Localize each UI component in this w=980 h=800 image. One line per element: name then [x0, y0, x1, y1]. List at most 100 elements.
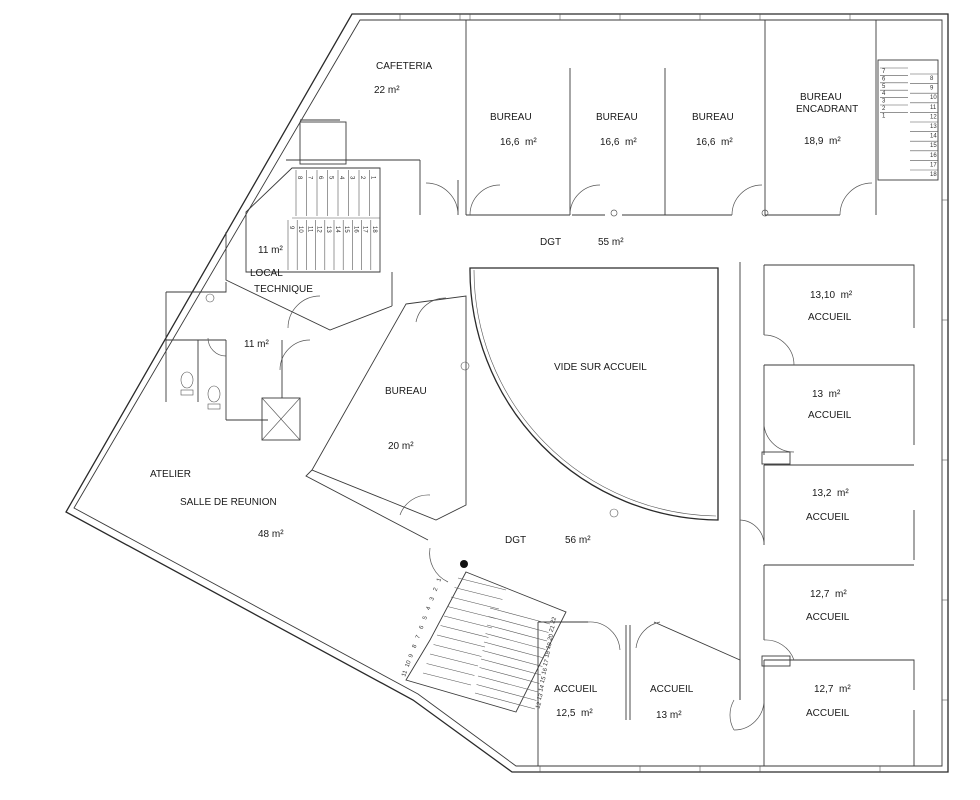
stair-number: 17	[543, 658, 551, 667]
bureau-2-area: 16,6 m²	[600, 137, 637, 148]
stair-number: 7	[882, 69, 886, 75]
accueil-b2-name: ACCUEIL	[650, 684, 694, 695]
atelier-area: 48 m²	[258, 529, 284, 540]
stair-tread	[474, 692, 536, 710]
stair-number: 13	[325, 226, 331, 233]
vide-walls	[460, 267, 719, 521]
stair-tread	[422, 672, 472, 686]
stair-number: 3	[882, 99, 886, 105]
stair-tread	[479, 667, 540, 684]
stair-number: 13	[930, 124, 937, 130]
wc-walls	[165, 282, 311, 441]
stair-tread	[454, 587, 503, 600]
dgt-top-area: 55 m²	[598, 237, 624, 248]
accueil-r4-area: 12,7 m²	[810, 589, 847, 600]
atelier-walls	[305, 469, 449, 583]
stair-number: 2	[433, 586, 440, 592]
right-accueil-walls	[739, 262, 915, 766]
accueil-r2-name: ACCUEIL	[808, 410, 852, 421]
stair-number: 14	[334, 226, 340, 233]
stair-number: 11	[306, 226, 312, 233]
stair-tread	[426, 663, 475, 676]
bureau-1-area: 16,6 m²	[500, 137, 537, 148]
stair-number: 2	[359, 176, 365, 180]
top-doors	[425, 182, 873, 217]
accueil-r4-name: ACCUEIL	[806, 612, 850, 623]
stair-number: 16	[541, 667, 549, 676]
stair-number: 20	[547, 633, 555, 642]
stair-tread	[440, 625, 489, 638]
accueil-r3-name: ACCUEIL	[806, 512, 850, 523]
stair-number: 4	[882, 91, 886, 97]
stair-tread	[480, 658, 542, 676]
stair-number: 8	[296, 176, 302, 180]
atelier-name-2: SALLE DE REUNION	[180, 497, 277, 508]
stair-tread	[477, 675, 539, 693]
bureau-center-name: BUREAU	[385, 386, 427, 397]
stair-number: 10	[297, 226, 303, 233]
stair-tread	[443, 615, 493, 629]
stair-tread	[485, 633, 546, 650]
accueil-r5-name: ACCUEIL	[806, 708, 850, 719]
stair-number: 22	[550, 616, 558, 625]
bottom-accueil-walls	[537, 621, 741, 766]
stair-number: 19	[546, 641, 554, 650]
accueil-r2-area: 13 m²	[812, 389, 841, 400]
stair-number: 5	[882, 84, 886, 90]
stair-number: 7	[307, 176, 313, 180]
local-technique-name-2: TECHNIQUE	[254, 284, 313, 295]
bureau-encadrant-name-2: ENCADRANT	[796, 104, 858, 115]
stair-number: 2	[882, 106, 886, 112]
stair-number: 15	[930, 143, 937, 149]
stair-number: 4	[426, 605, 433, 611]
stair-number: 15	[343, 226, 349, 233]
stair-number: 4	[338, 176, 344, 180]
stair-tread	[436, 634, 486, 648]
accueil-b1-area: 12,5 m²	[556, 708, 593, 719]
accueil-r5-area: 12,7 m²	[814, 684, 851, 695]
stair-tread	[450, 596, 500, 610]
accueil-r1-name: ACCUEIL	[808, 312, 852, 323]
cafeteria-name: CAFETERIA	[376, 61, 432, 72]
stair-number: 11	[930, 105, 937, 111]
stair-number: 6	[882, 76, 886, 82]
local-technique-walls	[225, 232, 393, 331]
cafeteria-area: 22 m²	[374, 85, 400, 96]
bureau-encadrant-area: 18,9 m²	[804, 136, 841, 147]
stair-tread	[482, 650, 543, 667]
bureau-center-area: 20 m²	[388, 441, 414, 452]
stair-tread	[489, 607, 551, 625]
stair-number: 12	[930, 114, 937, 120]
stair-number: 21	[549, 624, 557, 633]
accueil-b1-name: ACCUEIL	[554, 684, 598, 695]
stair-number: 10	[405, 659, 413, 668]
stair-number: 16	[352, 226, 358, 233]
stair-number: 18	[930, 172, 937, 178]
wc-area: 11 m²	[244, 339, 269, 350]
toilet-icons	[180, 293, 221, 410]
stair-number: 3	[429, 596, 436, 602]
stair-tread	[457, 577, 507, 591]
accueil-r1-area: 13,10 m²	[810, 290, 853, 301]
dgt-bottom-name: DGT	[505, 535, 526, 546]
bureau-1-name: BUREAU	[490, 112, 532, 123]
outer-walls	[65, 13, 949, 773]
stair-tread	[429, 653, 479, 667]
stair-number: 18	[544, 650, 552, 659]
bureau-encadrant-name-1: BUREAU	[800, 92, 842, 103]
stair-number: 5	[328, 176, 334, 180]
stair-tread	[488, 616, 549, 633]
stair-number: 3	[349, 176, 355, 180]
local-technique-name-1: LOCAL	[250, 268, 283, 279]
stair-number: 12	[535, 701, 543, 710]
stair-number: 9	[288, 226, 294, 230]
cafeteria-walls	[286, 119, 421, 215]
stair-number: 7	[415, 634, 422, 640]
local-technique-area: 11 m²	[258, 245, 283, 256]
stair-tread	[486, 624, 548, 642]
stair-tread	[476, 684, 537, 701]
